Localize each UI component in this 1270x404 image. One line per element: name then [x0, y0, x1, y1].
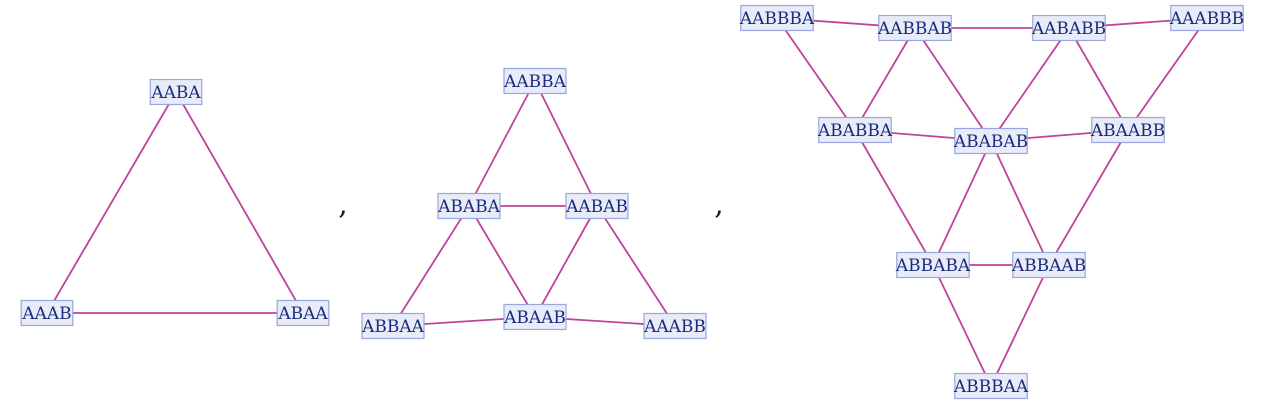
edge-aabab-abaab: [534, 205, 598, 318]
edge-aabbba-ababba: [776, 17, 856, 131]
edge-ababab-abbaab: [990, 140, 1050, 266]
edge-aababb-ababab: [990, 27, 1070, 142]
node-box: [954, 372, 1028, 400]
node-label: AABBBA: [739, 9, 815, 29]
node-box: [1170, 4, 1244, 32]
node-ababba: ABABBA: [817, 116, 893, 144]
edge-aaabbb-abaabb: [1127, 17, 1208, 131]
node-aababb: AABABB: [1031, 14, 1106, 42]
node-box: [818, 116, 892, 144]
node-aaba: AABA: [149, 78, 203, 106]
node-aabba: AABBA: [503, 67, 567, 95]
node-box: [565, 192, 629, 220]
edge-abaabb-abbaab: [1048, 129, 1129, 266]
edge-aaba-abaa: [175, 91, 304, 314]
node-aaab: AAAB: [20, 299, 74, 327]
node-label: ABBABA: [895, 256, 971, 276]
node-label: ABABAB: [953, 132, 1028, 152]
edge-aababb-abaabb: [1068, 27, 1129, 131]
node-label: ABAABB: [1090, 121, 1165, 141]
node-label: ABBBAA: [953, 377, 1029, 397]
edge-ababba-abbaba: [854, 129, 934, 266]
node-label: ABABA: [437, 197, 501, 217]
node-aaabbb: AAABBB: [1169, 4, 1244, 32]
node-label: ABBAA: [361, 317, 425, 337]
edge-aabba-aabab: [534, 80, 598, 207]
node-label: AABA: [150, 83, 201, 103]
edge-ababa-abaab: [468, 205, 536, 318]
node-box: [503, 67, 567, 95]
node-abbaa: ABBAA: [361, 312, 425, 340]
node-label: AABBAB: [877, 19, 952, 39]
node-label: AAABBB: [1169, 9, 1244, 29]
edge-aabba-ababa: [468, 80, 536, 207]
node-box: [896, 251, 970, 279]
node-aabab: AABAB: [565, 192, 629, 220]
node-abaa: ABAA: [276, 299, 330, 327]
node-box: [1012, 251, 1086, 279]
node-label: AAAB: [21, 304, 71, 324]
node-box: [149, 78, 203, 106]
node-aabbba: AABBBA: [739, 4, 815, 32]
node-box: [1091, 116, 1165, 144]
node-label: ABABBA: [817, 121, 893, 141]
node-label: AABAB: [565, 197, 628, 217]
node-abbbaa: ABBBAA: [953, 372, 1029, 400]
node-abbaba: ABBABA: [895, 251, 971, 279]
node-abaabb: ABAABB: [1090, 116, 1165, 144]
node-box: [276, 299, 330, 327]
edge-aaba-aaab: [46, 91, 177, 314]
separator-comma-2: ,: [714, 187, 724, 222]
node-box: [20, 299, 74, 327]
node-label: ABAA: [277, 304, 328, 324]
node-label: AABABB: [1031, 19, 1106, 39]
node-box: [954, 127, 1028, 155]
node-label: AABBA: [503, 72, 567, 92]
separator-comma-1: ,: [338, 187, 348, 222]
node-box: [437, 192, 501, 220]
node-label: ABAAB: [503, 308, 566, 328]
edge-ababa-abbaa: [392, 205, 470, 327]
node-label: ABBAAB: [1011, 256, 1086, 276]
node-aaabb: AAABB: [643, 312, 707, 340]
node-box: [740, 4, 814, 32]
node-abaab: ABAAB: [503, 303, 567, 331]
edge-aabbab-ababba: [854, 27, 916, 131]
node-label: AAABB: [643, 317, 706, 337]
edge-aabab-aaabb: [596, 205, 676, 327]
node-ababa: ABABA: [437, 192, 501, 220]
node-abbaab: ABBAAB: [1011, 251, 1086, 279]
edge-abbaba-abbbaa: [932, 264, 992, 387]
node-box: [361, 312, 425, 340]
edge-abbaab-abbbaa: [990, 264, 1050, 387]
node-box: [1032, 14, 1106, 42]
node-box: [878, 14, 952, 42]
node-aabbab: AABBAB: [877, 14, 952, 42]
edge-aabbab-ababab: [914, 27, 992, 142]
nodes-layer: AABA AAAB ABAA AABBA ABABA AABAB ABBAA ABAAB AAA…: [20, 4, 1244, 400]
node-ababab: ABABAB: [953, 127, 1028, 155]
node-box: [503, 303, 567, 331]
node-box: [643, 312, 707, 340]
edge-ababab-abbaba: [932, 140, 992, 266]
